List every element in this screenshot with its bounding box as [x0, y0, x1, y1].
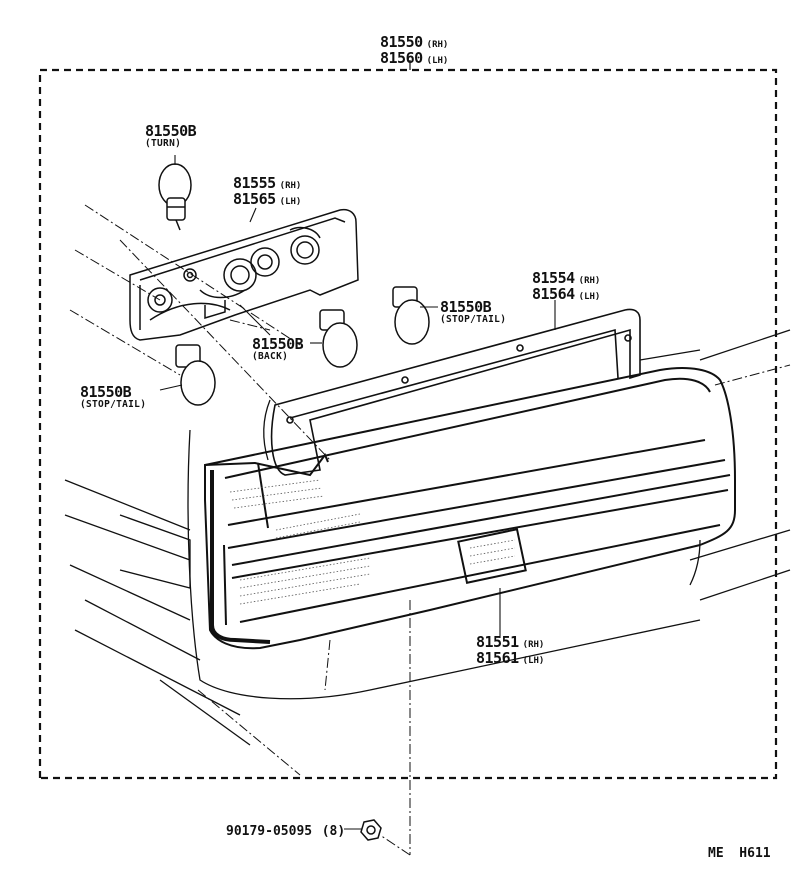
assembly-rh-number: 81550 — [380, 33, 423, 51]
bulb-turn — [159, 164, 191, 230]
bulb-turn-note: (TURN) — [145, 138, 182, 149]
footer-code: ME H611 — [708, 844, 771, 860]
bulb-stop-tail-left-note: (STOP/TAIL) — [80, 399, 147, 410]
callout-bulb-stop-tail-left: 81550B (STOP/TAIL) — [80, 385, 146, 410]
callout-nut: 90179-05095 (8) — [226, 822, 345, 838]
gasket-rh-side: (RH) — [578, 276, 601, 286]
lens-lh-number: 81561 — [476, 649, 519, 667]
lens-body — [205, 368, 735, 648]
footer-code-text: ME H611 — [708, 846, 771, 861]
callout-bulb-back: 81550B (BACK) — [252, 335, 304, 362]
assembly-lh-number: 81560 — [380, 49, 423, 67]
assembly-lh-side: (LH) — [426, 56, 449, 66]
lens-rh-number: 81551 — [476, 633, 519, 651]
bulb-stop-tail-left-number: 81550B — [80, 383, 132, 401]
bulb-stop-tail-right-number: 81550B — [440, 298, 492, 316]
callout-socket-plate: 81555(RH) 81565(LH) — [233, 175, 301, 207]
lens-rh-side: (RH) — [522, 640, 545, 650]
leader-lines — [160, 155, 555, 829]
bulb-turn-number: 81550B — [145, 122, 197, 140]
nut — [361, 820, 381, 840]
lens-lh-side: (LH) — [522, 656, 545, 666]
lens-texture — [230, 480, 515, 604]
gasket-lh-side: (LH) — [578, 292, 601, 302]
socket-plate — [130, 210, 358, 340]
bulb-stop-tail-right — [393, 287, 429, 344]
car-body-outline — [65, 330, 790, 745]
bulb-stop-tail-right-note: (STOP/TAIL) — [440, 314, 507, 325]
bulb-back-number: 81550B — [252, 335, 304, 353]
bulb-stop-tail-left — [176, 345, 215, 405]
callout-lens-body: 81551(RH) 81561(LH) — [476, 634, 544, 666]
assembly-rh-side: (RH) — [426, 40, 449, 50]
bulb-back — [320, 310, 357, 367]
gasket-rh-number: 81554 — [532, 269, 575, 287]
gasket-lh-number: 81564 — [532, 285, 575, 303]
gasket — [272, 309, 640, 475]
socket-rh-number: 81555 — [233, 174, 276, 192]
socket-rh-side: (RH) — [279, 181, 302, 191]
nut-qty: (8) — [321, 824, 346, 839]
nut-number: 90179-05095 — [226, 824, 313, 839]
callout-assembly: 81550(RH) 81560(LH) — [380, 34, 448, 66]
assembly-boundary — [40, 70, 776, 778]
socket-lh-number: 81565 — [233, 190, 276, 208]
reference-lines — [70, 205, 790, 855]
callout-gasket: 81554(RH) 81564(LH) — [532, 270, 600, 302]
callout-bulb-stop-tail-right: 81550B (STOP/TAIL) — [440, 300, 506, 325]
bulb-back-note: (BACK) — [252, 351, 289, 362]
socket-lh-side: (LH) — [279, 197, 302, 207]
callout-bulb-turn: 81550B (TURN) — [145, 122, 197, 149]
